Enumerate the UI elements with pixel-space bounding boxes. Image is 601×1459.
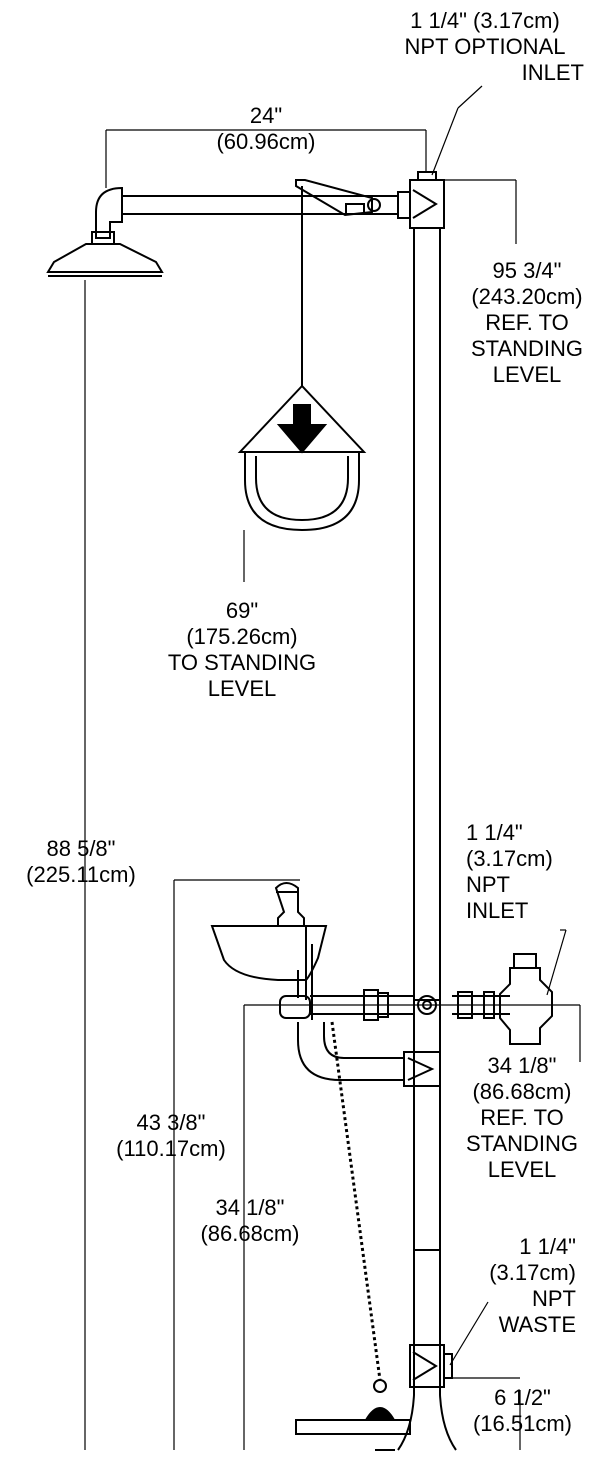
width-inches: 24": [249, 103, 283, 128]
side-inlet-word: INLET: [466, 898, 529, 923]
pull-handle: [237, 384, 367, 532]
shower-height-standing: STANDING: [470, 336, 584, 361]
pull-handle-label: 69" (175.26cm) TO STANDING LEVEL: [132, 598, 352, 702]
bowl-height-cm: (110.17cm): [116, 1136, 226, 1161]
overall-height-cm: (225.11cm): [26, 862, 136, 887]
waste-cm: (3.17cm): [489, 1260, 576, 1285]
shower-valve: [295, 179, 381, 217]
valve-height-label: 34 1/8" (86.68cm): [180, 1195, 320, 1247]
bowl-height-inches: 43 3/8": [136, 1110, 206, 1135]
shower-height-ref: REF. TO: [485, 310, 569, 335]
inlet-height-level: LEVEL: [487, 1157, 557, 1182]
pull-handle-cm: (175.26cm): [186, 624, 298, 649]
side-inlet-type: NPT: [466, 872, 510, 897]
shower-height-label: 95 3/4" (243.20cm) REF. TO STANDING LEVE…: [458, 258, 596, 388]
pull-handle-inches: 69": [225, 598, 259, 623]
width-label: 24" (60.96cm): [186, 103, 346, 155]
side-inlet-size: 1 1/4": [466, 820, 523, 845]
inlet-height-standing: STANDING: [465, 1131, 579, 1156]
side-inlet-label: 1 1/4" (3.17cm) NPT INLET: [466, 820, 586, 924]
shower-height-inches: 95 3/4": [492, 258, 562, 283]
waste-label: 1 1/4" (3.17cm) NPT WASTE: [450, 1234, 576, 1338]
side-inlet-valve: [452, 953, 553, 1045]
valve-height-inches: 34 1/8": [215, 1195, 285, 1220]
main-pipe: [413, 228, 441, 1395]
waste-height-label: 6 1/2" (16.51cm): [455, 1385, 590, 1437]
waste-word: WASTE: [498, 1312, 576, 1337]
width-cm: (60.96cm): [216, 129, 316, 154]
eyewash-bowl: [210, 882, 328, 1020]
shower-height-cm: (243.20cm): [471, 284, 583, 309]
shower-height-level: LEVEL: [492, 362, 562, 387]
top-inlet-type: NPT OPTIONAL: [404, 34, 566, 59]
top-inlet-label: 1 1/4" (3.17cm) NPT OPTIONAL INLET: [380, 8, 590, 86]
inlet-height-cm: (86.68cm): [472, 1079, 572, 1104]
top-inlet-size: 1 1/4" (3.17cm): [410, 8, 560, 33]
side-inlet-cm: (3.17cm): [466, 846, 553, 871]
drain-elbow: [297, 1022, 441, 1087]
foot-pedal: [295, 1021, 411, 1435]
waste-tee: [409, 1344, 453, 1388]
waste-type: NPT: [532, 1286, 576, 1311]
inlet-height-label: 34 1/8" (86.68cm) REF. TO STANDING LEVEL: [452, 1053, 592, 1183]
pull-handle-level: LEVEL: [207, 676, 277, 701]
waste-size: 1 1/4": [519, 1234, 576, 1259]
inlet-height-inches: 34 1/8": [487, 1053, 557, 1078]
waste-height-cm: (16.51cm): [472, 1411, 573, 1436]
shower-head: [46, 231, 164, 277]
pull-handle-to-standing: TO STANDING: [167, 650, 317, 675]
inlet-height-ref: REF. TO: [480, 1105, 564, 1130]
bowl-height-label: 43 3/8" (110.17cm): [96, 1110, 246, 1162]
overall-height-inches: 88 5/8": [46, 836, 116, 861]
top-inlet-word: INLET: [521, 60, 584, 85]
valve-height-cm: (86.68cm): [200, 1221, 300, 1246]
overall-height-label: 88 5/8" (225.11cm): [6, 836, 156, 888]
waste-height-inches: 6 1/2": [494, 1385, 551, 1410]
pedestal-base: [375, 1394, 457, 1451]
